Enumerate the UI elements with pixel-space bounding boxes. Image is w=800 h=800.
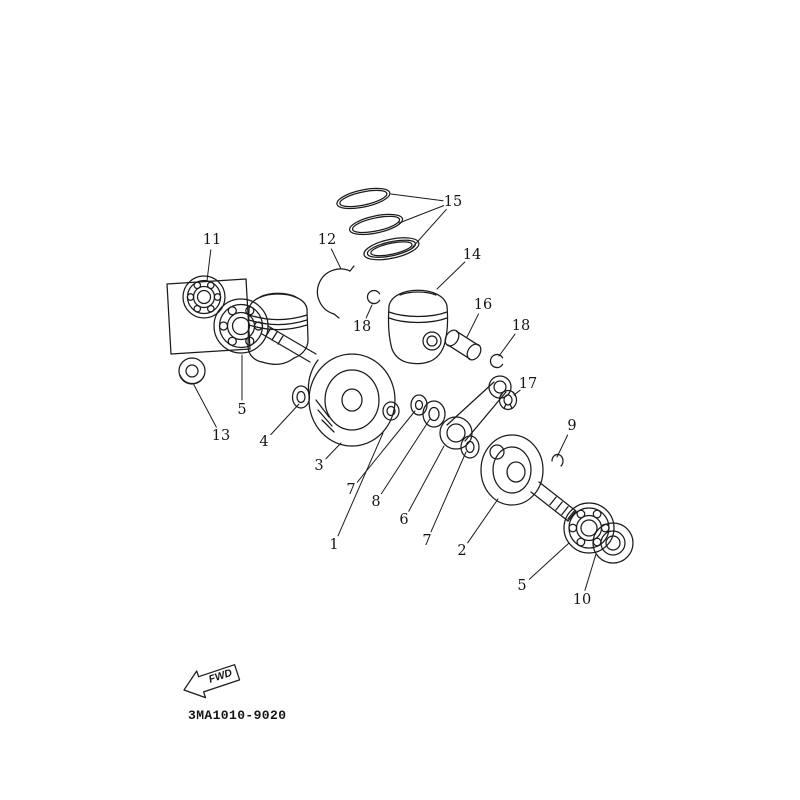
pin-clip-left-icon — [366, 289, 381, 305]
callout-15: 15 — [443, 193, 463, 210]
callout-2: 2 — [457, 542, 467, 559]
callout-10: 10 — [572, 591, 592, 608]
clip-small-icon — [551, 453, 564, 467]
piston-main-icon — [387, 289, 449, 365]
oil-seal-left-icon — [178, 357, 206, 385]
callout-1: 1 — [329, 536, 339, 553]
circlip-icon — [316, 265, 355, 319]
leader-line-5 — [528, 542, 570, 580]
fwd-arrow-icon: FWD — [183, 664, 241, 699]
crank-web-left-icon — [307, 353, 400, 447]
leader-line-14 — [436, 261, 466, 290]
callout-6: 6 — [399, 511, 409, 528]
leader-line-2 — [467, 498, 499, 544]
crank-left-shaft-icon — [261, 325, 317, 363]
piston-rings-icon — [336, 187, 420, 261]
small-end-bearing-icon — [498, 389, 518, 411]
callout-7: 7 — [346, 481, 356, 498]
callout-12: 12 — [317, 231, 337, 248]
callout-13: 13 — [211, 427, 231, 444]
leader-line-16 — [466, 313, 480, 338]
leader-line-18 — [365, 304, 373, 319]
crankcase-panel-outline — [166, 278, 251, 355]
leader-line-4 — [270, 403, 300, 436]
ball-bearing-left-icon — [182, 275, 226, 319]
leader-line-13 — [193, 384, 217, 428]
callout-5: 5 — [237, 401, 247, 418]
main-bearing-left-icon — [213, 298, 269, 354]
callout-17: 17 — [518, 375, 538, 392]
leader-line-15 — [390, 193, 444, 202]
callout-5: 5 — [517, 577, 527, 594]
part-code-label: 3MA1010-9020 — [188, 708, 287, 723]
callout-7: 7 — [422, 532, 432, 549]
leader-line-6 — [408, 445, 445, 512]
leader-line-1 — [337, 432, 384, 537]
callout-11: 11 — [202, 231, 222, 248]
leader-line-15 — [398, 205, 445, 224]
callout-8: 8 — [371, 493, 381, 510]
leader-line-15 — [410, 208, 447, 250]
callout-4: 4 — [259, 433, 269, 450]
leader-line-17 — [513, 389, 521, 396]
leader-line-12 — [330, 248, 342, 270]
oil-seal-right-icon — [592, 522, 634, 564]
leader-line-18 — [498, 333, 516, 357]
leader-line-3 — [325, 442, 342, 460]
main-bearing-right-icon — [563, 502, 615, 554]
callout-18: 18 — [511, 317, 531, 334]
leader-line-8 — [380, 418, 431, 495]
big-end-washers-left-icon — [410, 394, 446, 428]
big-end-washer-right-icon — [460, 435, 480, 459]
leader-line-9 — [556, 434, 569, 458]
pin-clip-right-icon — [489, 353, 504, 369]
callout-14: 14 — [462, 246, 482, 263]
leader-line-10 — [584, 553, 597, 591]
piston-pin-icon — [444, 329, 482, 361]
crank-web-right-icon — [480, 434, 577, 522]
leader-lines — [193, 193, 597, 591]
piston-left-icon — [247, 292, 309, 365]
callout-18: 18 — [352, 318, 372, 335]
callout-16: 16 — [473, 296, 493, 313]
washer-icon — [291, 385, 311, 409]
callout-3: 3 — [314, 457, 324, 474]
callout-9: 9 — [567, 417, 577, 434]
leader-line-7 — [430, 451, 467, 533]
leader-line-11 — [206, 249, 212, 282]
